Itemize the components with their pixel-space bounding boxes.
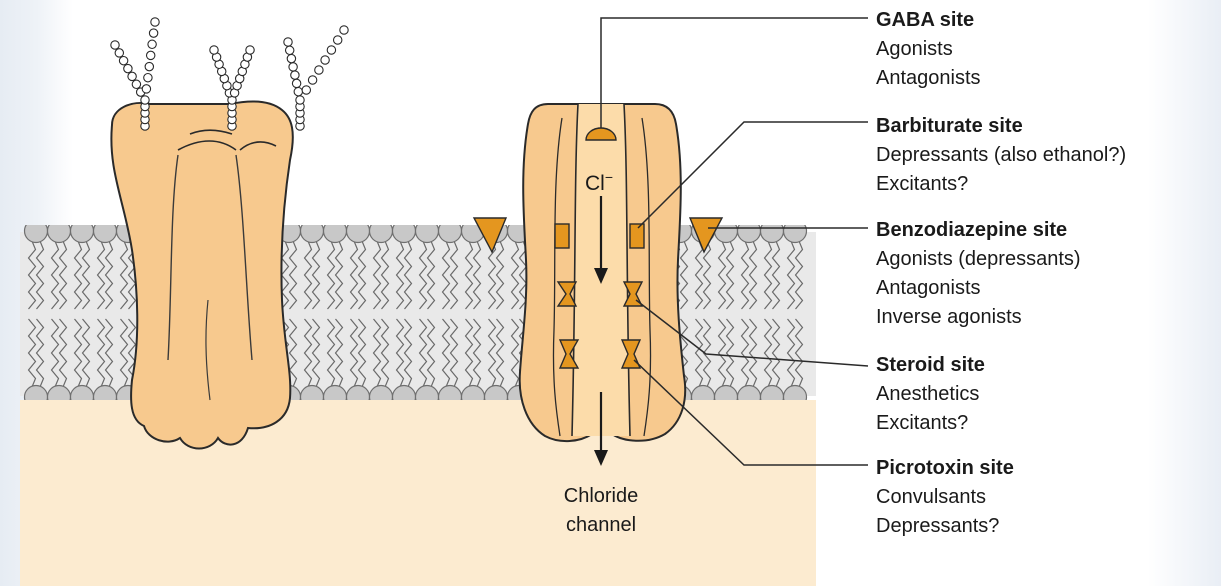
- site-item: Anesthetics: [876, 380, 985, 409]
- sugar-bead: [340, 26, 348, 34]
- sugar-bead: [284, 38, 292, 46]
- site-title: GABA site: [876, 6, 981, 35]
- chloride-channel-label-line2: channel: [566, 514, 636, 536]
- sugar-bead: [294, 88, 302, 96]
- sugar-bead: [334, 36, 342, 44]
- sugar-bead: [145, 62, 153, 70]
- sugar-bead: [142, 85, 150, 93]
- barbiturate-site-left: [555, 224, 569, 248]
- sugar-bead: [111, 41, 119, 49]
- sugar-bead: [321, 56, 329, 64]
- sugar-bead: [147, 51, 155, 59]
- lipid-head: [94, 220, 117, 243]
- sugar-bead: [302, 86, 310, 94]
- lipid-head: [347, 220, 370, 243]
- lipid-head: [370, 220, 393, 243]
- cytoplasm-region: [20, 400, 816, 586]
- lipid-head: [71, 220, 94, 243]
- chloride-ion-charge: −: [605, 169, 613, 185]
- site-block-1: Barbiturate siteDepressants (also ethano…: [876, 112, 1126, 199]
- receptor-left-body: [111, 102, 292, 449]
- sugar-bead: [148, 40, 156, 48]
- sugar-bead: [289, 63, 297, 71]
- sugar-bead: [296, 96, 304, 104]
- lipid-head: [301, 220, 324, 243]
- site-item: Convulsants: [876, 483, 1014, 512]
- sugar-bead: [315, 66, 323, 74]
- sugar-bead: [149, 29, 157, 37]
- barbiturate-site-right: [630, 224, 644, 248]
- site-item: Inverse agonists: [876, 303, 1081, 332]
- sugar-bead: [292, 79, 300, 87]
- sugar-bead: [291, 71, 299, 79]
- sugar-bead: [119, 57, 127, 65]
- sugar-bead: [132, 80, 140, 88]
- lipid-head: [25, 220, 48, 243]
- sugar-bead: [141, 96, 149, 104]
- lipid-head: [324, 220, 347, 243]
- lipid-head: [439, 220, 462, 243]
- site-title: Steroid site: [876, 351, 985, 380]
- site-item: Agonists (depressants): [876, 245, 1081, 274]
- lipid-head: [761, 220, 784, 243]
- lipid-head: [784, 220, 807, 243]
- sugar-bead: [246, 46, 254, 54]
- sugar-bead: [151, 18, 159, 26]
- chloride-ion-symbol: Cl: [585, 172, 605, 195]
- site-item: Antagonists: [876, 64, 981, 93]
- site-title: Picrotoxin site: [876, 454, 1014, 483]
- site-item: Excitants?: [876, 170, 1126, 199]
- sugar-bead: [210, 46, 218, 54]
- site-item: Depressants (also ethanol?): [876, 141, 1126, 170]
- sugar-bead: [286, 46, 294, 54]
- site-item: Agonists: [876, 35, 981, 64]
- glycosylation-chains: [111, 18, 348, 130]
- site-title: Benzodiazepine site: [876, 216, 1081, 245]
- chloride-channel-label-line1: Chloride: [564, 485, 638, 507]
- sugar-bead: [287, 54, 295, 62]
- site-title: Barbiturate site: [876, 112, 1126, 141]
- sugar-bead: [115, 49, 123, 57]
- site-block-4: Picrotoxin siteConvulsantsDepressants?: [876, 454, 1014, 541]
- lipid-head: [48, 220, 71, 243]
- sugar-bead: [144, 74, 152, 82]
- sugar-bead: [128, 72, 136, 80]
- site-block-3: Steroid siteAnestheticsExcitants?: [876, 351, 985, 438]
- site-item: Antagonists: [876, 274, 1081, 303]
- lipid-head: [738, 220, 761, 243]
- sugar-bead: [327, 46, 335, 54]
- site-item: Excitants?: [876, 409, 985, 438]
- site-item: Depressants?: [876, 512, 1014, 541]
- sugar-bead: [308, 76, 316, 84]
- lipid-head: [393, 220, 416, 243]
- lipid-head: [416, 220, 439, 243]
- sugar-bead: [124, 64, 132, 72]
